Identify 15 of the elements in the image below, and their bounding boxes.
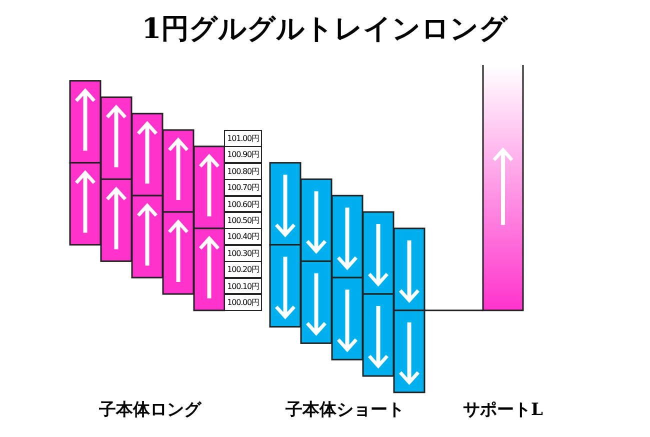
column-caption: 子本体ショート <box>286 399 404 421</box>
price-level-label: 100.70円 <box>224 179 262 196</box>
price-level-label: 100.10円 <box>224 278 262 294</box>
price-level-label: 100.30円 <box>224 244 262 262</box>
price-level-label: 100.80円 <box>224 162 262 180</box>
price-level-label: 101.00円 <box>224 130 262 147</box>
price-level-label: 100.60円 <box>224 196 262 212</box>
price-level-label: 100.20円 <box>224 261 262 278</box>
price-level-label: 100.00円 <box>224 294 262 311</box>
price-level-label: 100.40円 <box>224 228 262 246</box>
column-caption: サポートL <box>463 399 543 421</box>
price-level-label: 100.90円 <box>224 146 262 164</box>
diagram-title: 1円グルグルトレインロング <box>140 12 510 46</box>
price-level-label: 100.50円 <box>224 212 262 229</box>
column-caption: 子本体ロング <box>99 399 201 421</box>
